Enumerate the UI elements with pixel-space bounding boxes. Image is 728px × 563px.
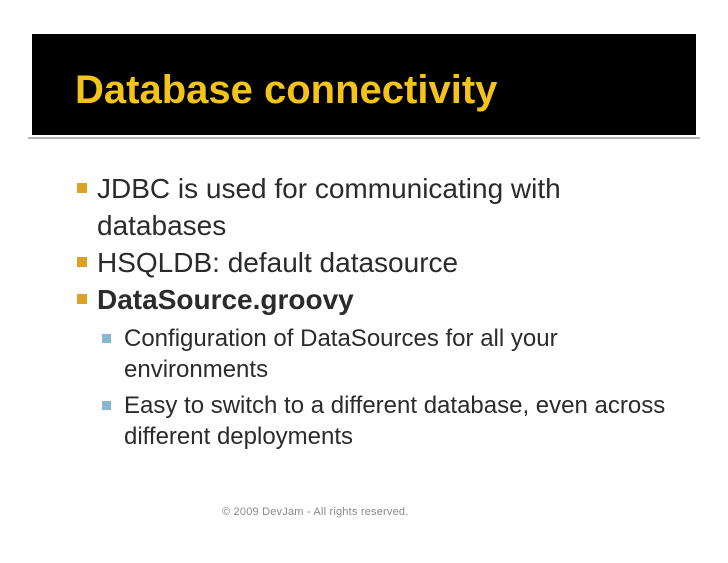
bullet-text: DataSource.groovy [97,284,354,315]
title-underline [28,137,700,139]
square-bullet-icon [102,401,111,410]
bullet-text: Easy to switch to a different database, … [124,392,666,450]
square-bullet-icon [102,334,111,343]
bullet-text: Configuration of DataSources for all you… [124,325,558,383]
square-bullet-icon [77,257,87,267]
bullet-subitem: Configuration of DataSources for all you… [77,323,697,385]
square-bullet-icon [77,294,87,304]
square-bullet-icon [77,183,87,193]
bullet-item: JDBC is used for communicating with data… [77,170,697,244]
copyright-footer: © 2009 DevJam - All rights reserved. [222,506,409,518]
bullet-text: HSQLDB: default datasource [97,247,459,278]
title-bar: Database connectivity [32,34,696,135]
bullet-item: HSQLDB: default datasource [77,244,697,281]
title-block: Database connectivity [28,34,700,139]
bullet-text: JDBC is used for communicating with data… [97,173,561,241]
slide-title: Database connectivity [75,68,498,112]
bullet-list: JDBC is used for communicating with data… [77,170,697,452]
bullet-subitem: Easy to switch to a different database, … [77,390,697,452]
bullet-item: DataSource.groovy [77,281,697,318]
